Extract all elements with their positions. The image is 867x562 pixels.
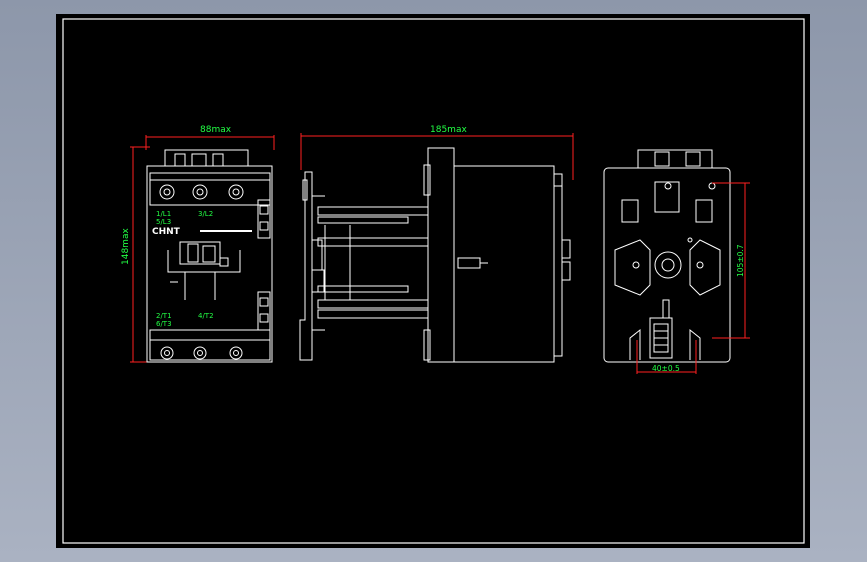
terminal-label-1l1: 1/L1 [156,210,171,218]
bottom-terminal-block [149,329,271,361]
terminal-label-3l2: 3/L2 [198,210,213,218]
side-view: 185max [299,125,574,363]
rear-din-clip [629,299,701,360]
terminal-label-5l3: 5/L3 [156,218,171,226]
side-depth-dimension [300,133,574,180]
side-mounting-bracket [299,171,313,361]
front-actuator [167,241,241,300]
top-terminal-screws [159,184,244,200]
rear-view: 105±0.7 40±0.5 [603,149,750,374]
rear-width-dimension [636,340,697,374]
front-height-label: 148max [121,228,131,265]
terminal-label-4t2: 4/T2 [198,312,214,320]
aux-terminal-top [257,199,271,239]
top-terminal-block [149,172,271,206]
terminal-label-6t3: 6/T3 [156,320,172,328]
drawing-sheet [56,14,810,548]
front-view: 88max 148max 1/L1 3/L2 5/L3 CHNT [121,125,275,363]
side-depth-label: 185max [430,125,467,135]
rear-body-outline [603,167,731,363]
rear-height-dimension [712,182,750,339]
bottom-terminal-screws [160,346,243,360]
rear-height-label: 105±0.7 [736,244,745,277]
terminal-label-2t1: 2/T1 [156,312,172,320]
front-top-cap [164,149,249,166]
sheet-border [62,18,805,544]
front-body-outline [146,165,273,363]
rear-center-boss [614,239,721,296]
rear-width-label: 40±0.5 [652,364,680,373]
brand-logo: CHNT [152,227,181,237]
front-width-label: 88max [200,125,232,135]
